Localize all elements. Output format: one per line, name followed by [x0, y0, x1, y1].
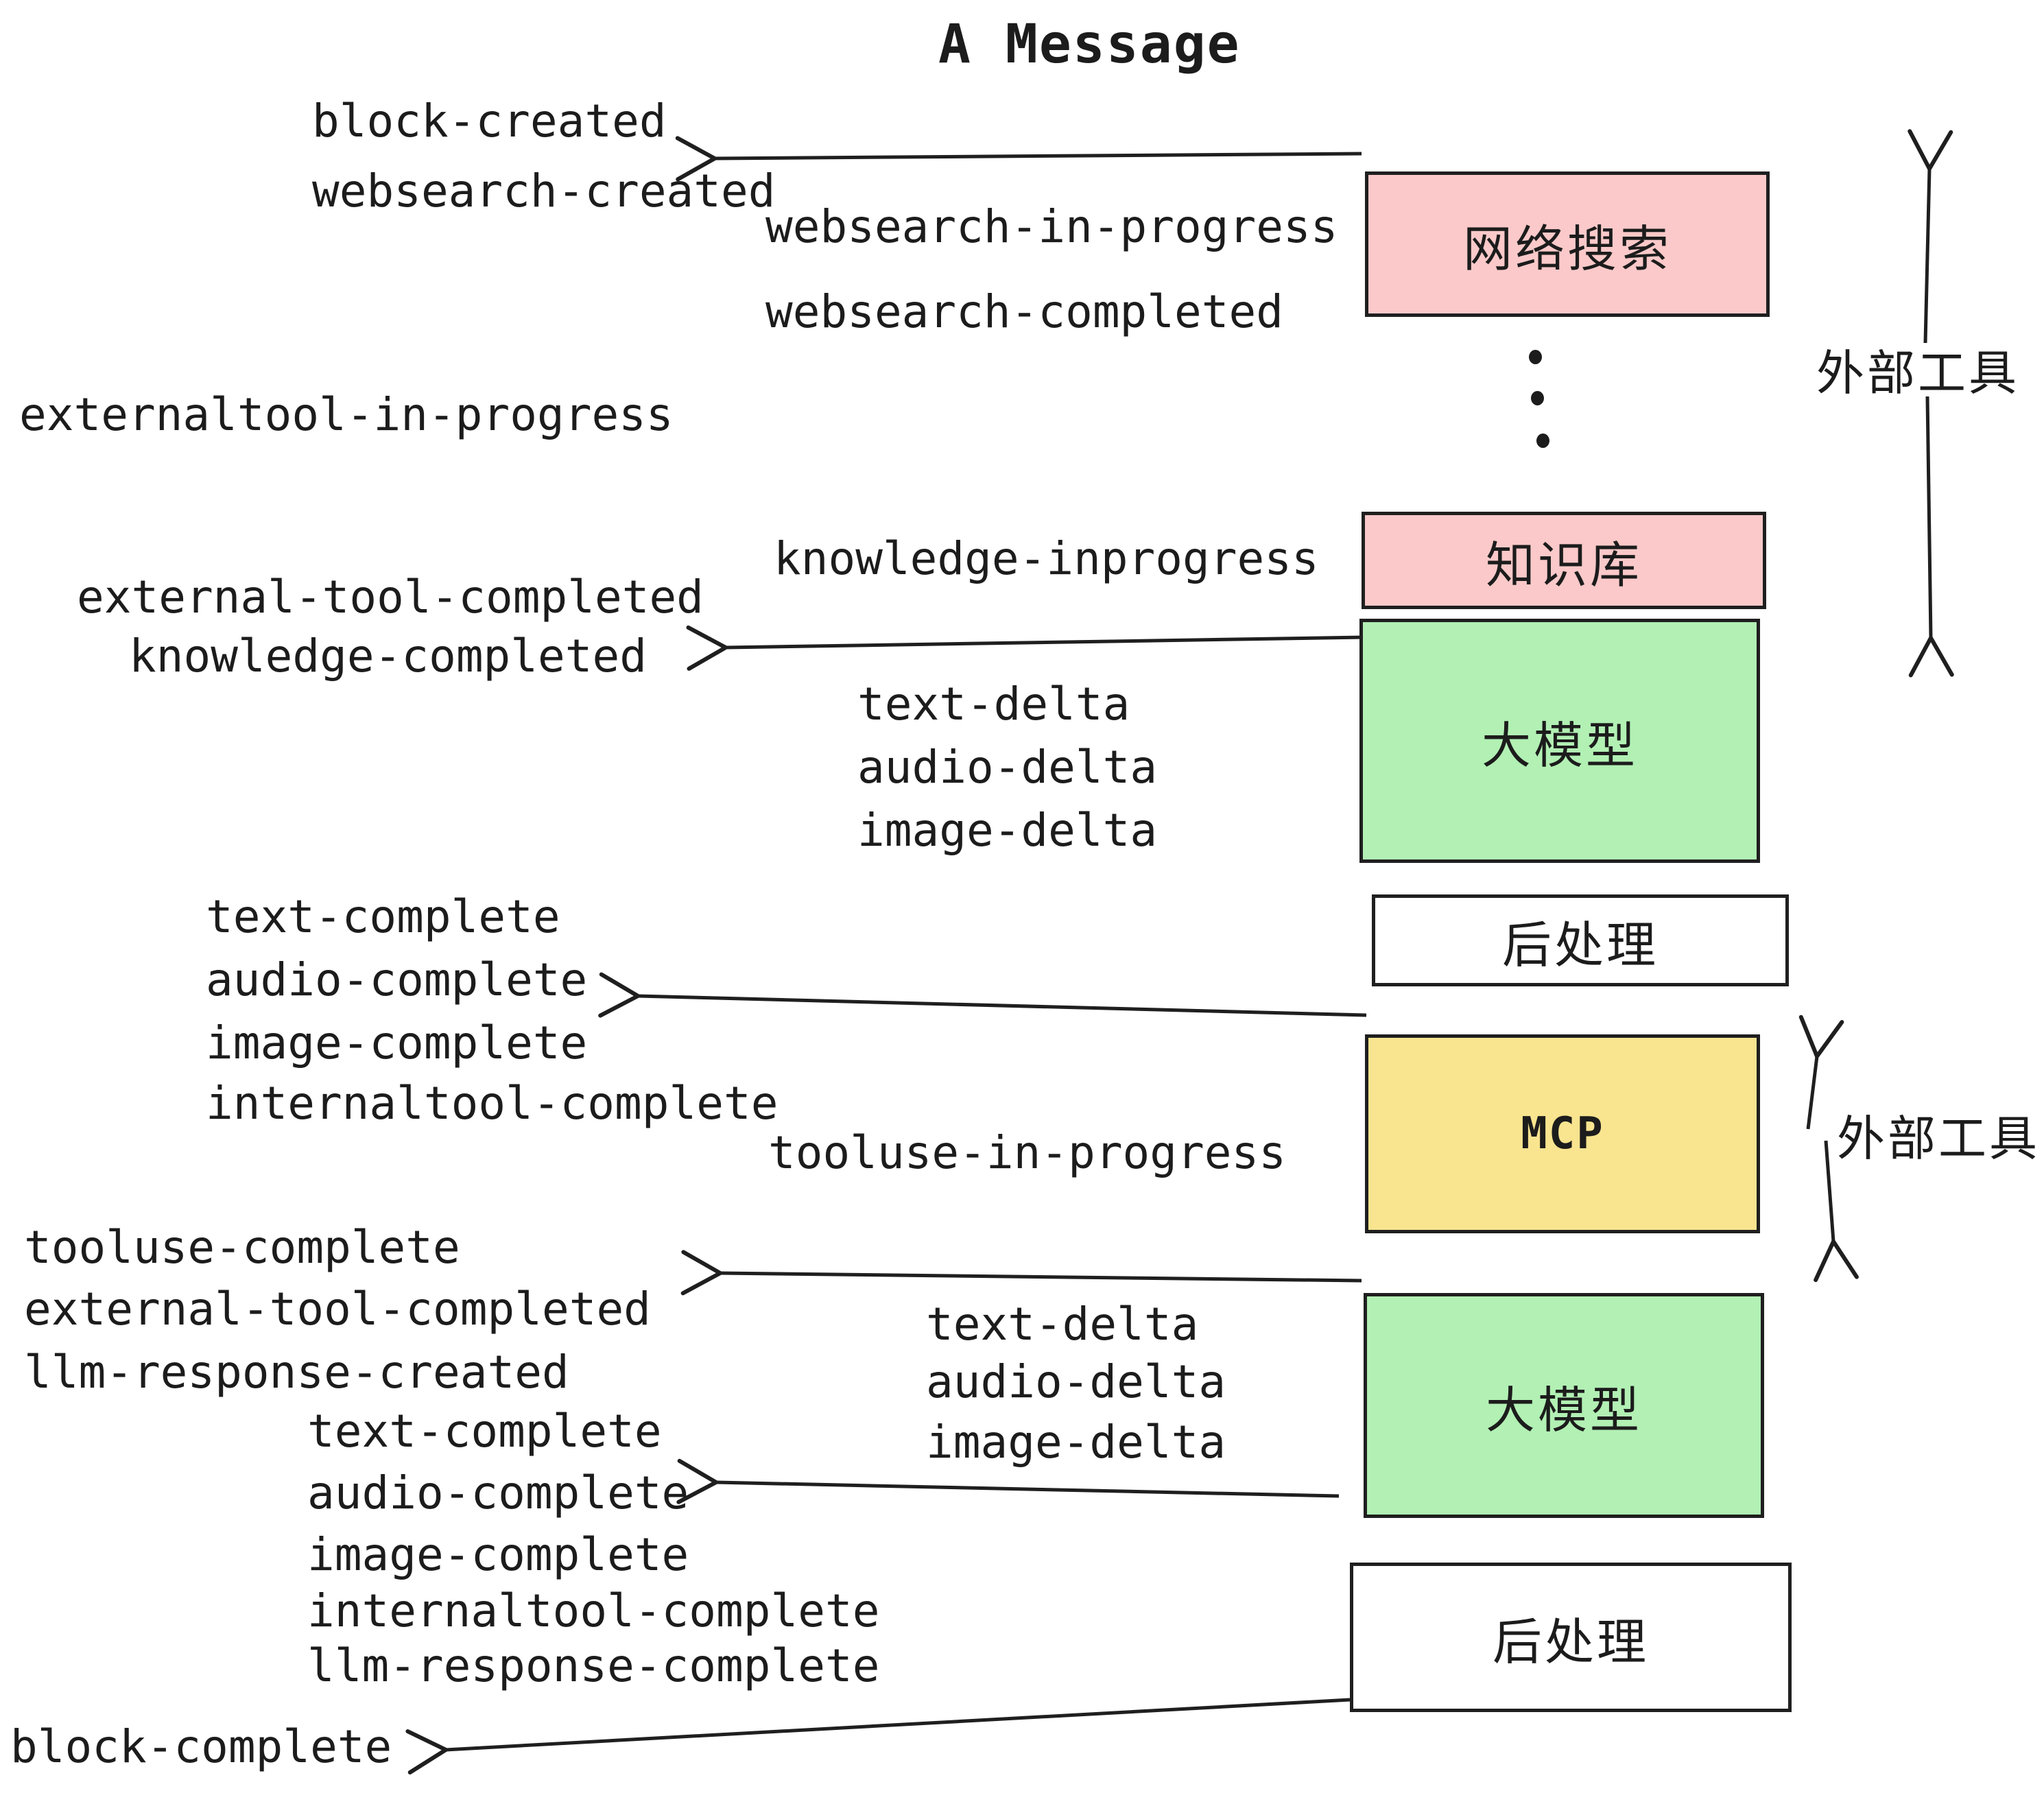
external-tools-up-arrow-2	[1798, 1014, 1844, 1130]
event-label-llm-response-complete: llm-response-complete	[307, 1639, 880, 1692]
arrow-to-block-complete	[405, 1698, 1351, 1775]
stage-box-knowledge: 知识库	[1362, 512, 1766, 609]
event-label-audio-complete-2: audio-complete	[307, 1467, 689, 1519]
event-label-knowledge-inprogress: knowledge-inprogress	[774, 532, 1319, 585]
stage-box-post-1-label: 后处理	[1501, 916, 1659, 974]
event-label-llm-response-created: llm-response-created	[24, 1346, 569, 1399]
event-label-text-complete-2: text-complete	[307, 1405, 662, 1458]
arrow-to-block-created	[675, 136, 1362, 182]
event-label-audio-complete-1: audio-complete	[206, 953, 588, 1006]
event-label-image-delta-2: image-delta	[926, 1416, 1226, 1469]
event-label-image-complete-2: image-complete	[307, 1528, 689, 1581]
stage-box-llm-2: 大模型	[1364, 1293, 1764, 1518]
arrow-to-tooluse-complete	[680, 1250, 1362, 1296]
diagram-title: A Message	[938, 14, 1241, 75]
external-tools-label-1: 外部工具	[1816, 345, 2019, 401]
stage-box-llm-1-label: 大模型	[1481, 716, 1638, 774]
stage-box-knowledge-label: 知识库	[1485, 536, 1642, 594]
stage-box-post-2: 后处理	[1350, 1563, 1792, 1712]
arrow-to-knowledge-completed	[686, 625, 1366, 671]
event-label-text-complete-1: text-complete	[206, 890, 560, 943]
event-label-block-created: block-created	[312, 95, 667, 147]
arrow-to-image-complete	[598, 972, 1367, 1018]
event-label-image-delta-1: image-delta	[857, 804, 1158, 857]
external-tools-label-2: 外部工具	[1837, 1111, 2040, 1167]
event-label-websearch-completed: websearch-completed	[765, 285, 1283, 338]
event-label-text-delta-1: text-delta	[857, 678, 1130, 731]
event-label-audio-delta-2: audio-delta	[926, 1355, 1226, 1408]
event-label-websearch-created: websearch-created	[312, 165, 776, 217]
stage-box-post-2-label: 后处理	[1492, 1613, 1649, 1671]
event-label-image-complete-1: image-complete	[206, 1017, 588, 1069]
stage-box-mcp-label: MCP	[1521, 1108, 1604, 1159]
vertical-ellipsis-dot	[1531, 391, 1544, 405]
external-tools-down-arrow-2	[1814, 1140, 1859, 1283]
event-label-externaltool-in-progress: externaltool-in-progress	[19, 388, 674, 441]
stage-box-post-1: 后处理	[1372, 894, 1789, 986]
event-label-tooluse-complete: tooluse-complete	[24, 1221, 460, 1274]
event-label-external-tool-completed-2: external-tool-completed	[24, 1283, 651, 1336]
event-label-knowledge-completed: knowledge-completed	[129, 630, 647, 683]
stage-box-mcp: MCP	[1365, 1034, 1760, 1233]
stage-box-websearch: 网络搜索	[1365, 171, 1770, 317]
vertical-ellipsis-dot	[1529, 350, 1542, 364]
arrow-to-audio-complete	[676, 1458, 1340, 1504]
event-label-tooluse-in-progress: tooluse-in-progress	[768, 1126, 1286, 1179]
event-label-audio-delta-1: audio-delta	[857, 741, 1158, 794]
vertical-ellipsis-dot	[1536, 434, 1549, 448]
external-tools-up-arrow-1	[1908, 129, 1953, 344]
stage-box-llm-1: 大模型	[1359, 619, 1760, 863]
event-label-websearch-in-progress: websearch-in-progress	[765, 200, 1338, 253]
event-label-text-delta-2: text-delta	[926, 1298, 1199, 1351]
event-label-block-complete: block-complete	[10, 1720, 392, 1773]
external-tools-down-arrow-1	[1908, 396, 1954, 678]
event-label-external-tool-completed-1: external-tool-completed	[77, 571, 704, 624]
stage-box-websearch-label: 网络搜索	[1462, 219, 1672, 278]
event-label-internaltool-complete-2: internaltool-complete	[307, 1585, 880, 1637]
event-label-internaltool-complete-1: internaltool-complete	[206, 1077, 779, 1130]
stage-box-llm-2-label: 大模型	[1485, 1381, 1642, 1439]
